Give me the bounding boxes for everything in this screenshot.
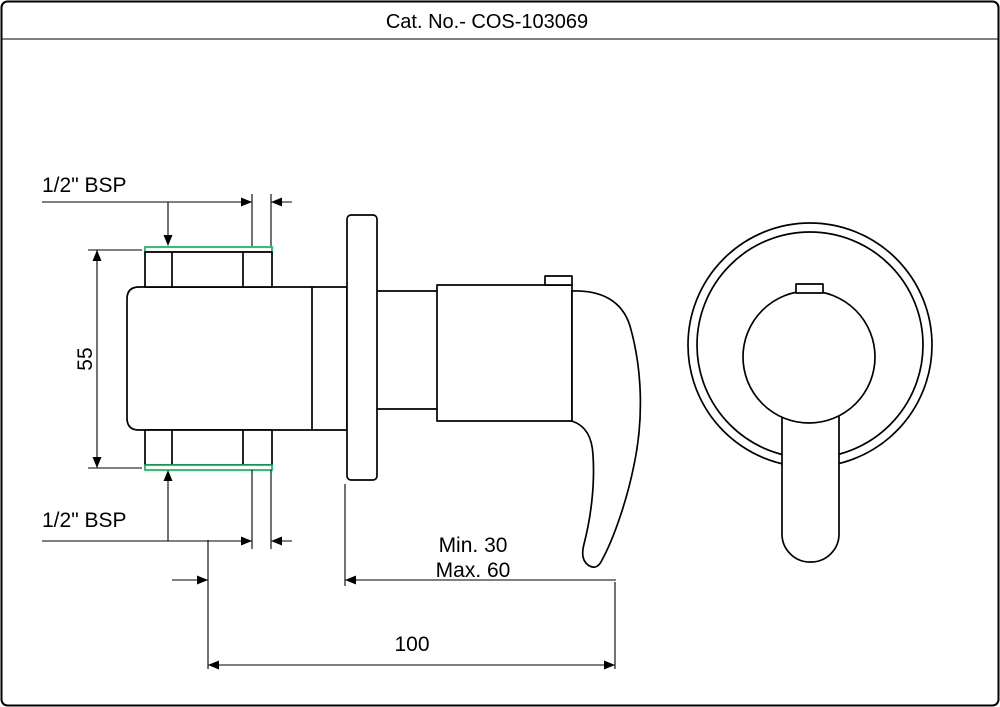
arrowhead xyxy=(241,536,252,546)
arrowhead xyxy=(197,575,208,585)
arrowhead xyxy=(241,197,252,207)
hex-nut-bottom xyxy=(144,429,273,466)
gasket-bottom xyxy=(144,464,273,471)
front-view xyxy=(687,222,933,563)
handle-base-circle xyxy=(742,290,876,424)
hex-nut-top xyxy=(144,251,273,288)
top-button-side xyxy=(544,275,573,286)
arrowhead xyxy=(208,660,219,670)
arrowhead xyxy=(92,457,102,468)
extension-lines xyxy=(251,470,272,549)
side-view xyxy=(126,214,642,568)
wall-flange-side xyxy=(346,214,378,481)
valve-body xyxy=(126,286,348,431)
handle-lever-side xyxy=(571,290,642,568)
extension-lines xyxy=(207,540,616,669)
extension-lines xyxy=(251,194,272,246)
arrowhead xyxy=(271,536,282,546)
arrowhead xyxy=(345,575,356,585)
catalog-number: Cat. No.- COS-103069 xyxy=(386,11,588,33)
arrowhead xyxy=(271,197,282,207)
label-depth-min: Min. 30 xyxy=(439,534,508,557)
label-bsp-top: 1/2" BSP xyxy=(42,174,127,197)
cartridge-housing xyxy=(436,284,573,422)
handle-button-front xyxy=(795,283,824,294)
arrowhead xyxy=(92,250,102,261)
label-bsp-bottom: 1/2" BSP xyxy=(42,509,127,532)
label-height-55: 55 xyxy=(74,347,97,370)
dimensions: 1/2" BSP 1/2" BSP 55 Min. 30 Max. 60 xyxy=(42,174,616,670)
label-depth-max: Max. 60 xyxy=(436,559,511,582)
arrowhead xyxy=(163,470,173,481)
arrowhead xyxy=(604,660,615,670)
label-length-100: 100 xyxy=(394,633,429,656)
arrowhead xyxy=(163,235,173,246)
